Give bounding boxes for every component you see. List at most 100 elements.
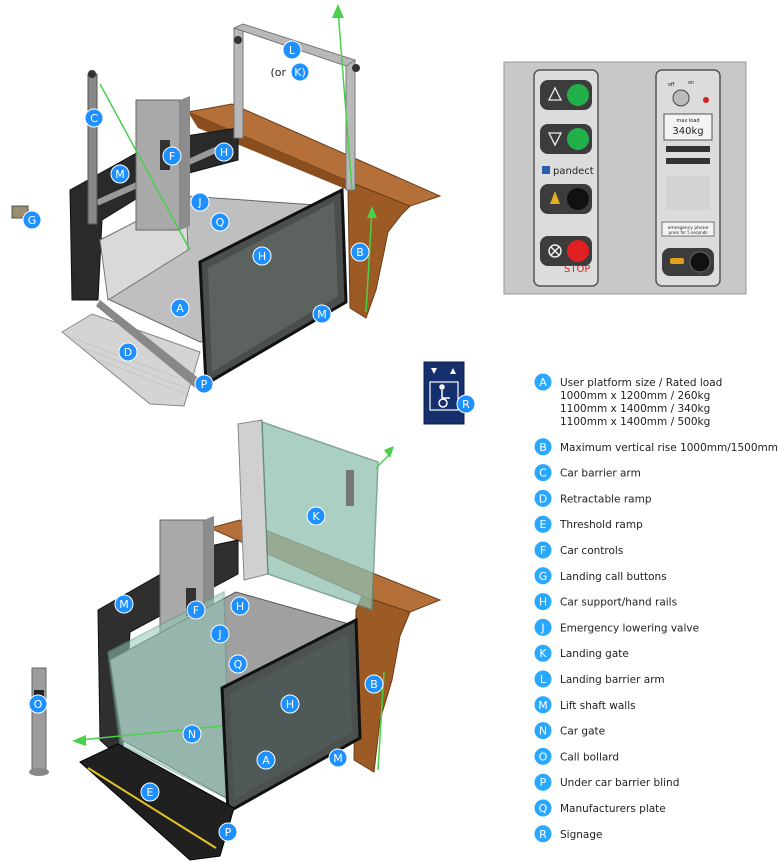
legend-badge: [533, 540, 553, 560]
callout-letter: F: [169, 150, 175, 163]
max-load-plate: [663, 113, 713, 141]
bottom-callout-p: P: [218, 822, 238, 842]
key-switch-icon[interactable]: [672, 89, 690, 107]
callout-letter: K): [294, 66, 306, 79]
legend-text: Retractable ramp: [560, 493, 652, 505]
callout-circle: [210, 212, 230, 232]
legend-letter: A: [539, 376, 547, 389]
callout-letter: J: [197, 196, 201, 209]
bottom-callout-f: F: [186, 600, 206, 620]
legend-text: User platform size / Rated load: [560, 377, 722, 389]
callout-letter: J: [217, 628, 221, 641]
top-arrow-head-up: [367, 206, 377, 218]
bottom-callout-j: J: [210, 624, 230, 644]
callout-letter: Q: [234, 658, 243, 671]
callout-circle: [228, 654, 248, 674]
down-call-button[interactable]: [567, 128, 589, 150]
legend-badge: [533, 372, 553, 392]
bottom-callout-m: M: [328, 748, 348, 768]
callout-letter: N: [188, 728, 196, 741]
on-label: on: [688, 80, 694, 86]
legend-badge: [533, 617, 553, 637]
callout-letter: B: [370, 678, 378, 691]
callout-letter: P: [225, 826, 232, 839]
legend-letter: C: [539, 467, 547, 480]
legend-item-p: P Under car barrier blind: [533, 772, 679, 792]
down-arrow-icon: [547, 132, 563, 147]
top-callout-d: D: [118, 342, 138, 362]
callout-circle: [280, 694, 300, 714]
legend-text: Landing gate: [560, 648, 629, 660]
callout-circle: [110, 164, 130, 184]
stop-button[interactable]: [567, 240, 589, 262]
legend-item-g: G Landing call buttons: [533, 566, 667, 586]
legend-badge: [533, 488, 553, 508]
callout-letter: M: [115, 168, 125, 181]
up-arrow-icon: [547, 86, 563, 101]
legend-badge: [533, 772, 553, 792]
phone-icon: [670, 258, 684, 264]
callout-circle: [230, 596, 250, 616]
top-callout-g: G: [22, 210, 42, 230]
phone-button[interactable]: [689, 251, 711, 273]
legend-text: Landing barrier arm: [560, 674, 665, 686]
bottom-callout-h: H: [280, 694, 300, 714]
top-callout-c: C: [84, 108, 104, 128]
legend-text: Car gate: [560, 726, 605, 738]
brand-logo-mark: [542, 166, 550, 174]
top-callout-f: F: [162, 146, 182, 166]
callout-circle: [22, 210, 42, 230]
callout-letter: M: [317, 308, 327, 321]
legend-text: Landing call buttons: [560, 571, 667, 583]
callout-letter: H: [258, 250, 266, 263]
bell-icon: [550, 191, 560, 204]
top-callout-p: P: [194, 374, 214, 394]
legend-letter: P: [540, 776, 547, 789]
wheelchair-icon: [438, 384, 450, 408]
max-load-label: max load: [676, 118, 699, 124]
callout-circle: [194, 374, 214, 394]
legend-letter: K: [539, 647, 547, 660]
top-lift-illustration: [11, 4, 442, 407]
alarm-button[interactable]: [567, 188, 589, 210]
legend-text: Lift shaft walls: [560, 700, 636, 712]
top-floor-shadow: [96, 300, 206, 392]
bottom-callout-e: E: [140, 782, 160, 802]
emergency-phone-plate: [661, 221, 715, 237]
max-load-value: 340kg: [672, 126, 703, 137]
legend-item-k: K Landing gate: [533, 643, 629, 663]
legend-subline: 1000mm x 1200mm / 260kg: [560, 390, 710, 402]
callout-letter: B: [356, 246, 364, 259]
car-barrier-arm-post: [87, 73, 98, 225]
callout-letter: L: [289, 44, 296, 57]
top-callout-a: A: [170, 298, 190, 318]
bottom-callout-n: N: [182, 724, 202, 744]
callout-circle: [364, 674, 384, 694]
bottom-callout-a: A: [256, 750, 276, 770]
top-callout-l: L: [282, 40, 302, 60]
up-call-button[interactable]: [567, 84, 589, 106]
legend-letter: F: [540, 544, 546, 557]
callout-letter: H: [286, 698, 294, 711]
legend-text: Under car barrier blind: [560, 777, 679, 789]
bottom-callout-m: M: [114, 594, 134, 614]
legend-letter: O: [539, 750, 548, 763]
callout-letter: A: [176, 302, 184, 315]
legend-letter: G: [539, 570, 548, 583]
callout-circle: [140, 782, 160, 802]
callout-letter: K: [312, 510, 320, 523]
callout-letter: F: [193, 604, 199, 617]
legend-letter: J: [540, 621, 544, 634]
callout-circle: [118, 342, 138, 362]
top-landing-wall: [347, 181, 411, 319]
legend-letter: B: [539, 441, 547, 454]
